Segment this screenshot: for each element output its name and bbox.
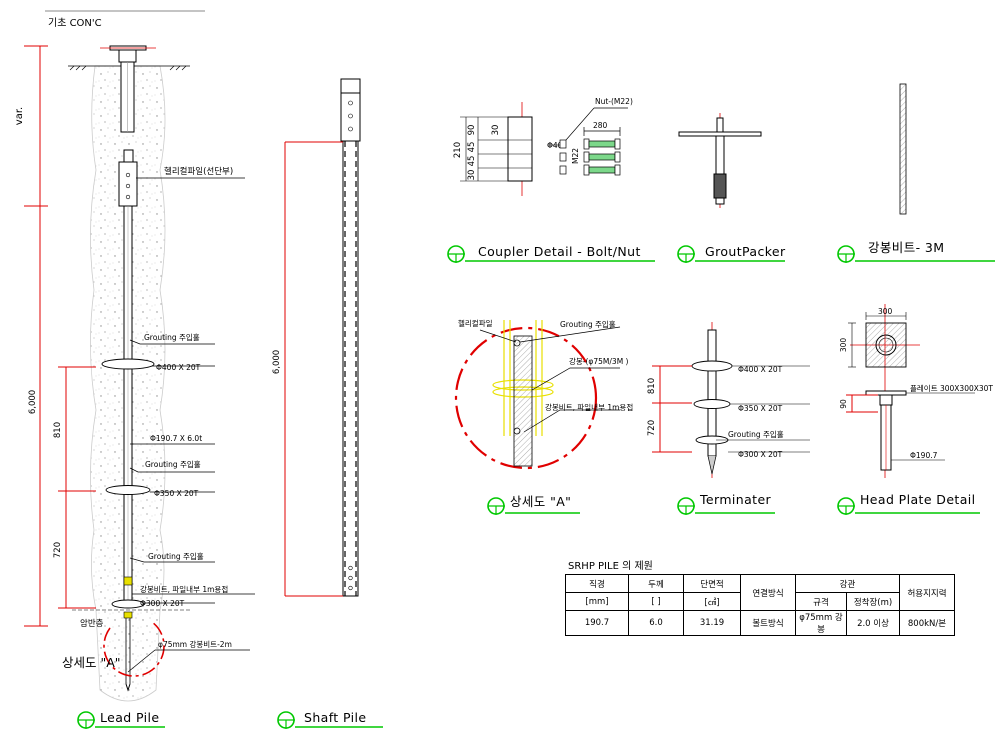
terminater-dim-720: 720 [647, 420, 657, 436]
unit-diameter: [mm] [565, 592, 629, 611]
coupler-dim-280: 280 [593, 121, 608, 130]
lead-pile-title: Lead Pile [77, 710, 165, 729]
coupler-dim-30: 30 [491, 125, 501, 136]
head-plate-dim-top: 300 [878, 307, 893, 316]
detail-a-bit-label: 강봉비트, 파일내부 1m용접 [545, 402, 633, 412]
terminater-title: Terminater [677, 492, 775, 515]
coupler-dim-30b: 30 [467, 170, 477, 181]
detail-a-title-text: 상세도 "A" [510, 494, 571, 509]
header-diameter: 직경 [565, 574, 629, 593]
terminater-label-400: Φ400 X 20T [738, 365, 783, 374]
coupler-detail: 210 90 45 45 30 30 Φ40 M22 280 [447, 97, 655, 263]
unit-length: 정착장(m) [846, 592, 900, 611]
shaft-pile-title-text: Shaft Pile [304, 710, 366, 725]
value-length: 2.0 이상 [846, 610, 900, 636]
coupler-nut-label: Nut-(M22) [595, 97, 633, 106]
label-bit-weld: 강봉비트, 파일내부 1m용접 [140, 584, 228, 594]
head-plate-dim-90: 90 [839, 399, 848, 409]
grout-packer-title-text: GroutPacker [705, 244, 786, 259]
head-plate-pipe-label: Φ190.7 [910, 451, 938, 460]
coupler-hole-label: Φ40 [547, 141, 563, 150]
value-capacity: 800kN/본 [899, 610, 955, 636]
spec-table: 직경 두께 단면적 연결방식 강관 허용지지력 [mm] [ ] [㎠] 규격 … [565, 574, 955, 636]
label-plate-350: Φ350 X 20T [154, 489, 199, 498]
lead-pile-title-text: Lead Pile [100, 710, 160, 725]
coupler-title: Coupler Detail - Bolt/Nut [447, 244, 655, 263]
foundation-concrete-label: 기초 CON'C [48, 17, 102, 29]
label-rock-layer: 암반층 [80, 618, 104, 629]
label-grouting-hole-2: Grouting 주입홀 [145, 459, 201, 469]
label-shaft-spec: Φ190.7 X 6.0t [150, 434, 202, 443]
coupler-dim-90: 90 [467, 125, 477, 136]
value-spec: φ75mm 강봉 [795, 610, 847, 636]
value-area: 31.19 [683, 610, 741, 636]
label-helical-tip: 헬리컬파일(선단부) [164, 166, 233, 177]
terminater-detail: 810 720 Φ400 X 20T Φ350 X 20T Grouting 주… [647, 322, 810, 515]
label-grouting-hole-3: Grouting 주입홀 [148, 551, 204, 561]
terminater-label-350: Φ350 X 20T [738, 404, 783, 413]
label-plate-400: Φ400 X 20T [156, 363, 201, 372]
header-joint: 연결방식 [740, 574, 796, 611]
head-plate-dim-side: 300 [839, 338, 848, 353]
head-plate-plate-label: 플레이트 300X300X30T [910, 383, 993, 393]
terminater-title-text: Terminater [699, 492, 772, 507]
terminater-dim-810: 810 [647, 378, 657, 394]
unit-area: [㎠] [683, 592, 741, 611]
shaft-pile-title: Shaft Pile [277, 710, 383, 729]
head-plate-title-text: Head Plate Detail [860, 492, 976, 507]
table-row: 직경 두께 단면적 연결방식 강관 허용지지력 [565, 574, 955, 611]
header-area: 단면적 [683, 574, 741, 593]
detail-a-grout-label: Grouting 주입홀 [560, 319, 616, 329]
table-row: 190.7 6.0 31.19 볼트방식 φ75mm 강봉 2.0 이상 800… [565, 610, 955, 636]
spec-table-title: SRHP PILE 의 제원 [568, 561, 653, 572]
label-grouting-hole-1: Grouting 주입홀 [144, 332, 200, 342]
detail-a-title: 상세도 "A" [487, 494, 571, 515]
steel-bit-title-text: 강봉비트- 3M [868, 240, 944, 255]
head-plate-title: Head Plate Detail [837, 492, 980, 515]
dim-720-label: 720 [53, 542, 63, 558]
value-diameter: 190.7 [565, 610, 629, 636]
shaft-dim-label: 6,000 [272, 350, 282, 374]
coupler-dim-45a: 45 [467, 142, 477, 153]
head-plate-detail: 300 300 90 플레이트 300X300X30T Φ190.7 Head … [837, 304, 993, 515]
steel-bit-title: 강봉비트- 3M [837, 240, 995, 263]
terminater-label-300: Φ300 X 20T [738, 450, 783, 459]
terminater-label-grout: Grouting 주입홀 [728, 429, 784, 439]
dim-810-label: 810 [53, 422, 63, 438]
label-steel-bit-2m: φ75mm 강봉비트-2m [158, 639, 232, 649]
detail-a-bar-label: 강봉-(φ75M/3M ) [569, 356, 629, 366]
unit-spec: 규격 [795, 592, 847, 611]
grout-packer-title: GroutPacker [677, 244, 786, 263]
unit-thickness: [ ] [628, 592, 684, 611]
header-capacity: 허용지지력 [899, 574, 955, 611]
label-plate-300: Φ300 X 20T [140, 599, 185, 608]
steel-bit-detail: 강봉비트- 3M [837, 83, 995, 263]
shaft-pile-drawing: 6,000 Shaft Pile [272, 78, 383, 729]
detail-a: 헬리컬파일 Grouting 주입홀 강봉-(φ75M/3M ) 강봉비트, 파… [454, 319, 633, 515]
coupler-title-text: Coupler Detail - Bolt/Nut [478, 244, 641, 259]
grout-packer-detail: GroutPacker [677, 113, 786, 263]
dim-total-label: 6,000 [28, 390, 38, 414]
coupler-dim-210: 210 [453, 142, 463, 158]
lead-pile-drawing: 기초 CON'C [14, 10, 255, 729]
value-joint: 볼트방식 [740, 610, 796, 636]
coupler-dim-45b: 45 [467, 156, 477, 167]
label-detail-a-callout: 상세도 "A" [62, 655, 121, 670]
header-thickness: 두께 [628, 574, 684, 593]
coupler-bolt-label: M22 [571, 148, 580, 164]
value-thickness: 6.0 [628, 610, 684, 636]
dim-var-label: var. [14, 107, 25, 125]
header-bar: 강관 [795, 574, 900, 593]
detail-a-helical-label: 헬리컬파일 [458, 319, 493, 328]
